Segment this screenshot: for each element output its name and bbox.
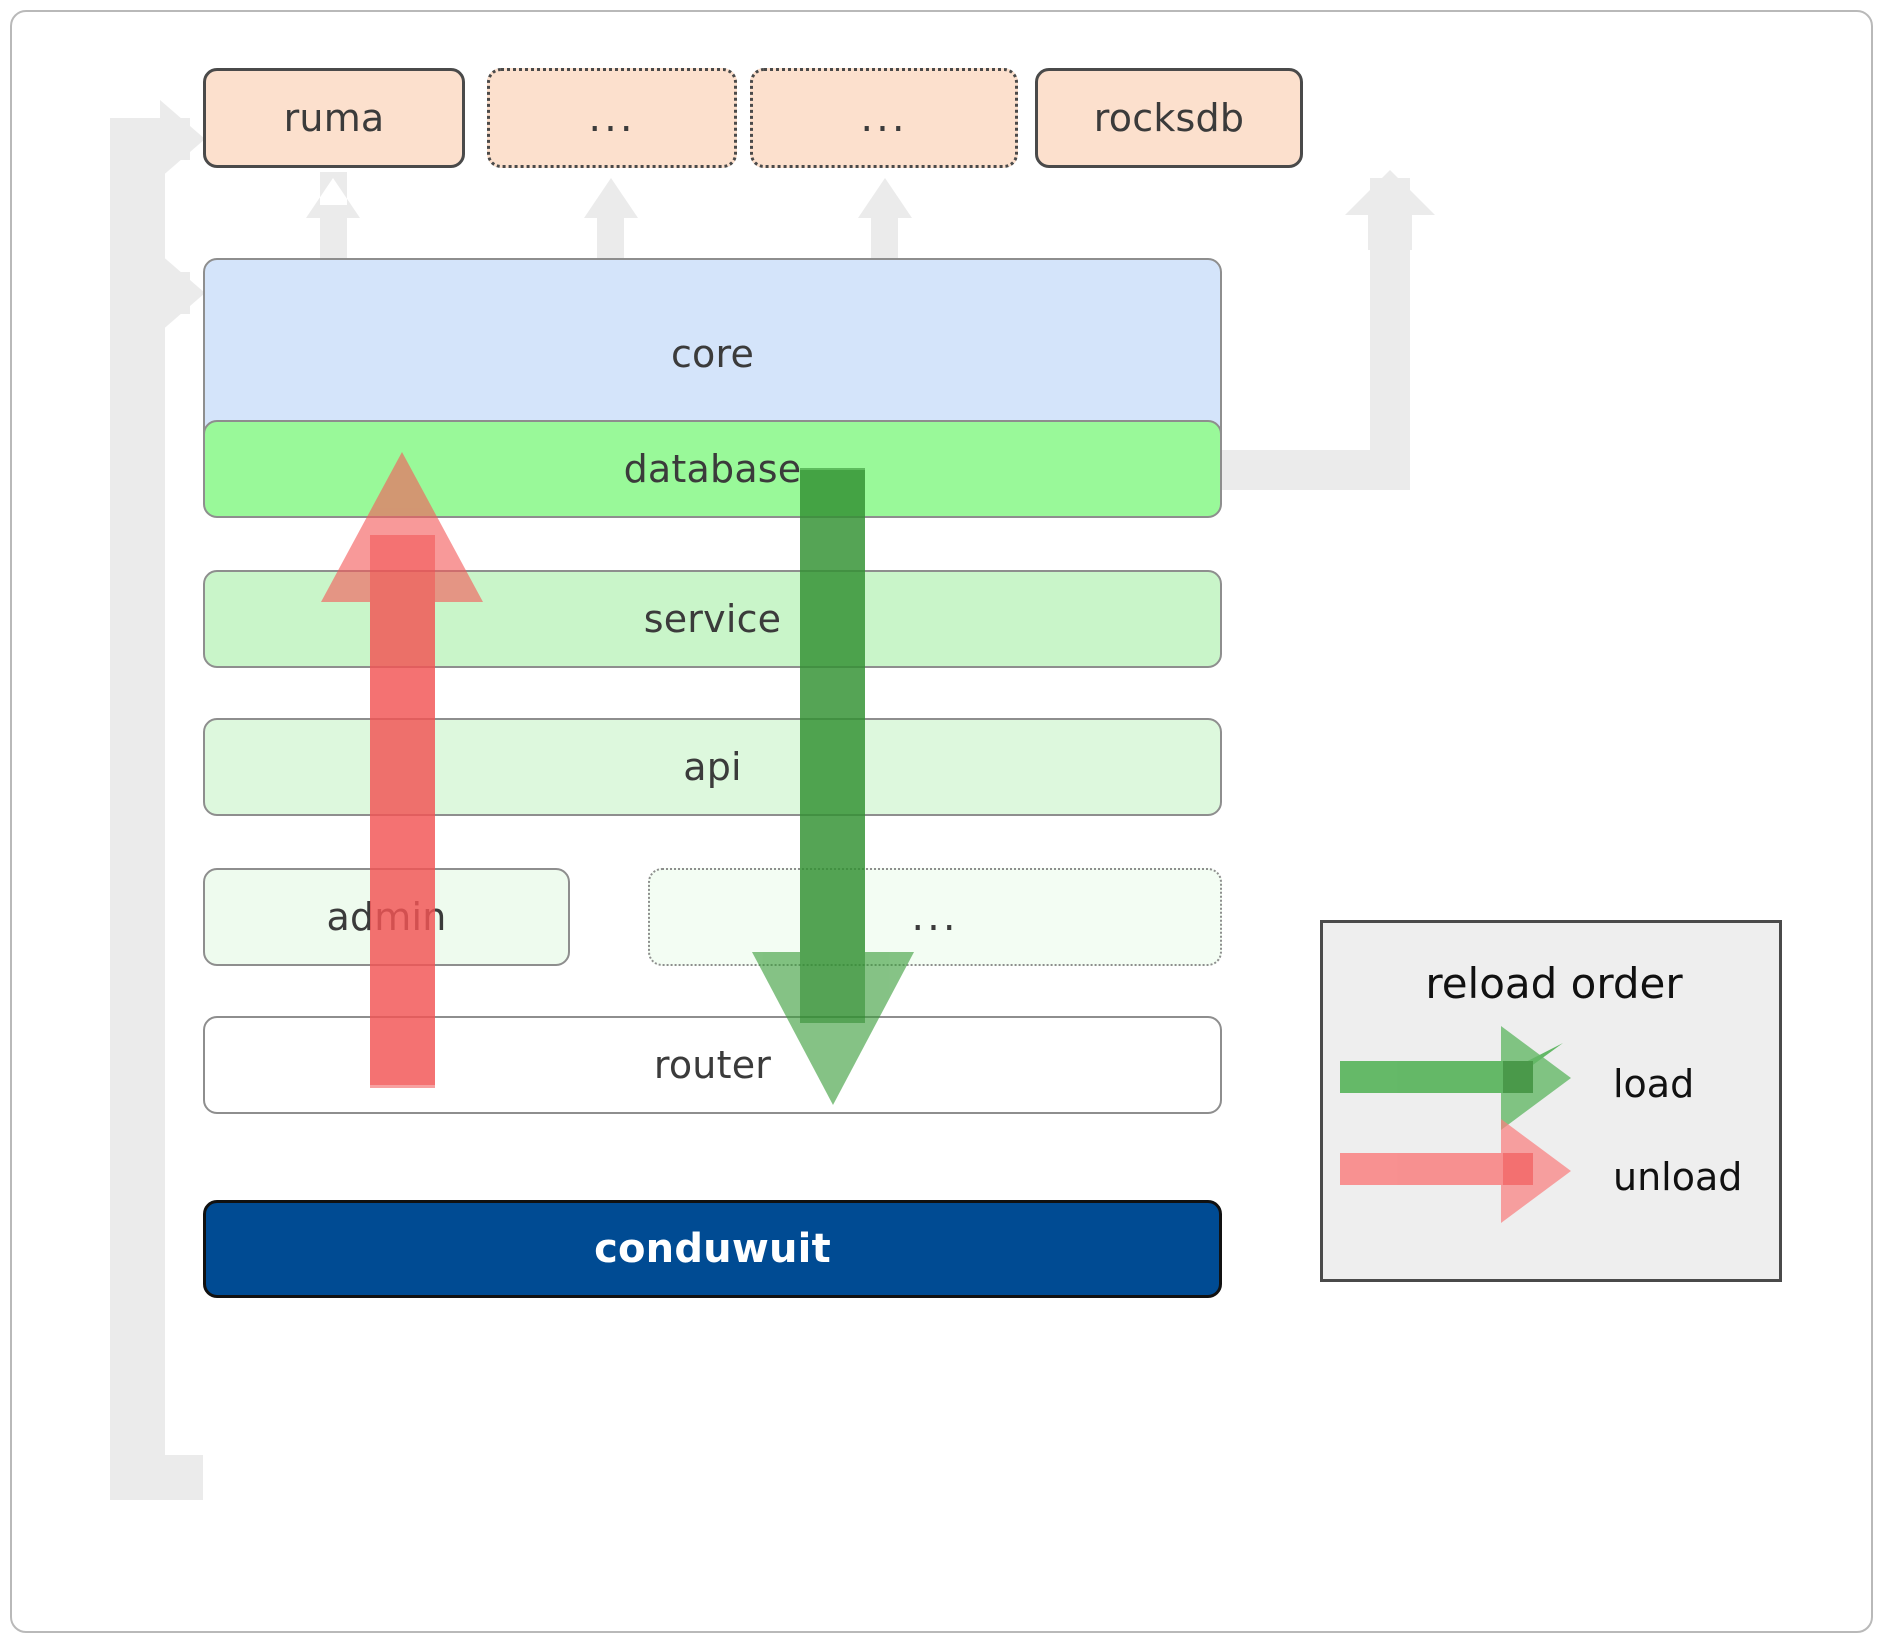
node-external-placeholder-1[interactable]: ...: [487, 68, 737, 168]
layer-router[interactable]: router: [203, 1016, 1222, 1114]
layer-database[interactable]: database: [203, 420, 1222, 518]
layer-admin[interactable]: admin: [203, 868, 570, 966]
legend-label-load: load: [1613, 1062, 1695, 1106]
legend-load-arrow: [1340, 1026, 1571, 1130]
legend-title: reload order: [1425, 959, 1683, 1008]
layer-admin-label: admin: [326, 895, 447, 939]
legend-label-unload: unload: [1613, 1155, 1743, 1199]
layer-core-label: core: [670, 332, 755, 376]
node-rocksdb-label: rocksdb: [1093, 96, 1245, 140]
node-conduwuit-label: conduwuit: [594, 1226, 831, 1272]
diagram-frame: [10, 10, 1873, 1633]
node-ruma-label: ruma: [283, 96, 385, 140]
node-conduwuit[interactable]: conduwuit: [203, 1200, 1222, 1298]
node-rocksdb[interactable]: rocksdb: [1035, 68, 1303, 168]
legend-arrow-swatches: [1340, 1026, 1571, 1223]
layer-placeholder-more[interactable]: ...: [648, 868, 1222, 966]
node-external-placeholder-2-label: ...: [860, 95, 908, 141]
layer-service-label: service: [643, 597, 782, 641]
layer-database-label: database: [623, 447, 802, 491]
layer-service[interactable]: service: [203, 570, 1222, 668]
layer-placeholder-more-label: ...: [911, 894, 959, 940]
layer-api[interactable]: api: [203, 718, 1222, 816]
node-external-placeholder-2[interactable]: ...: [750, 68, 1018, 168]
node-external-placeholder-1-label: ...: [588, 95, 636, 141]
layer-core[interactable]: core: [203, 258, 1222, 450]
node-ruma[interactable]: ruma: [203, 68, 465, 168]
legend-unload-arrow: [1340, 1119, 1571, 1223]
legend: reload order load unload: [1320, 920, 1782, 1282]
layer-api-label: api: [683, 745, 742, 789]
layer-router-label: router: [653, 1043, 772, 1087]
